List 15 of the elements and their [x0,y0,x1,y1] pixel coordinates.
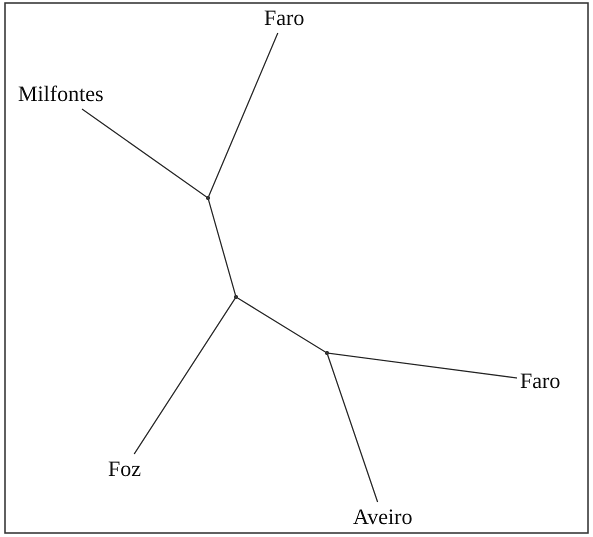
leaf-label: Faro [264,6,304,30]
branch-point [234,295,238,299]
tree-branch [134,296,237,454]
tree-branch [236,296,328,354]
leaf-label: Foz [108,457,141,481]
tree-branch [207,32,278,198]
branch-point [206,196,210,200]
tree-branch [326,352,378,502]
tree-branch [207,198,237,298]
tree-branch [326,352,518,379]
tree-branch [82,108,208,199]
leaf-label: Milfontes [18,82,104,106]
branch-point [325,351,329,355]
leaf-label: Faro [520,369,560,393]
leaf-label: Aveiro [353,505,412,529]
